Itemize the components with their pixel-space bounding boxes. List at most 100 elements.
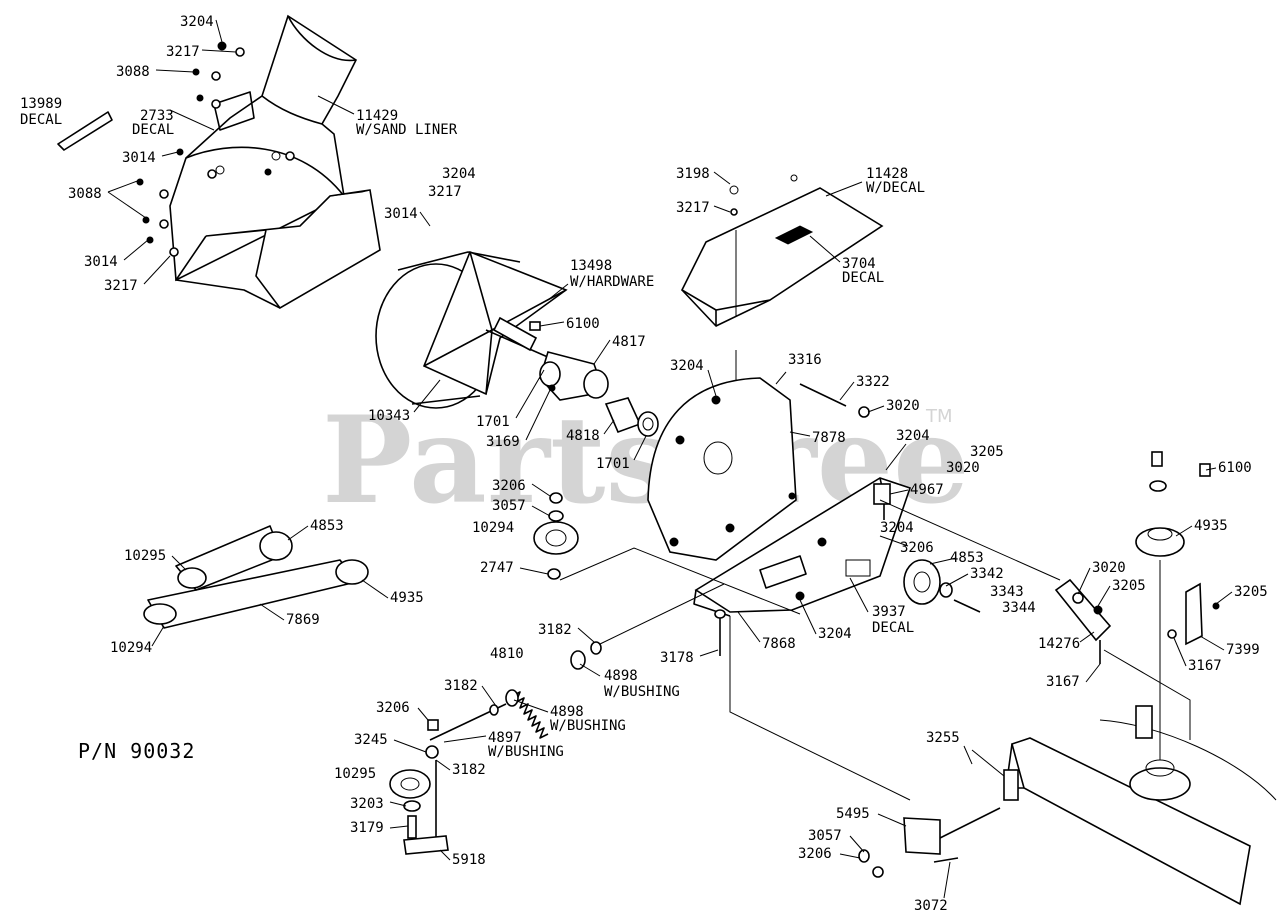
callout-label: 3057 bbox=[808, 828, 842, 844]
callout-label: 3217 bbox=[166, 44, 200, 60]
callout-label: 3217 bbox=[104, 278, 138, 294]
callout-label: 3204 bbox=[818, 626, 852, 642]
callout-label: 3167 bbox=[1046, 674, 1080, 690]
hub-4817 bbox=[539, 351, 609, 401]
impeller-assembly bbox=[375, 250, 568, 409]
callout-label: 4967 bbox=[910, 482, 944, 498]
callout-label: 4818 bbox=[566, 428, 600, 444]
callout-label: 3206 bbox=[798, 846, 832, 862]
bracket-7399 bbox=[1167, 582, 1220, 646]
callout-label: 3178 bbox=[660, 650, 694, 666]
callout-label: 3344 bbox=[1002, 600, 1036, 616]
callout-label: 3014 bbox=[384, 206, 418, 222]
spring-assembly bbox=[429, 583, 725, 741]
callout-label: 6100 bbox=[566, 316, 600, 332]
callout-label: 3182 bbox=[444, 678, 478, 694]
deck-housing bbox=[1003, 705, 1277, 906]
callout-label: 13989 bbox=[20, 96, 62, 112]
decal-13989 bbox=[57, 111, 113, 151]
callout-label: 4935 bbox=[390, 590, 424, 606]
callout-label: 3205 bbox=[1234, 584, 1268, 600]
callout-label: W/BUSHING bbox=[550, 718, 626, 734]
leader-lines bbox=[107, 19, 1233, 899]
callout-label: 3179 bbox=[350, 820, 384, 836]
callout-label: 3020 bbox=[886, 398, 920, 414]
callout-label: 3205 bbox=[970, 444, 1004, 460]
callout-label: 3072 bbox=[914, 898, 948, 914]
housing-hardware bbox=[136, 41, 295, 257]
callout-label: 10294 bbox=[472, 520, 514, 536]
callout-label: 1701 bbox=[476, 414, 510, 430]
callout-label: 3316 bbox=[788, 352, 822, 368]
watermark-trademark: TM bbox=[925, 406, 953, 427]
callout-label: 3217 bbox=[676, 200, 710, 216]
blower-housing bbox=[169, 14, 381, 310]
callout-label: 10295 bbox=[334, 766, 376, 782]
part-number: P/N 90032 bbox=[78, 739, 195, 763]
callout-label: 3245 bbox=[354, 732, 388, 748]
callout-label: 7399 bbox=[1226, 642, 1260, 658]
bolt-3178 bbox=[714, 609, 726, 656]
callout-label: 3088 bbox=[68, 186, 102, 202]
callout-label: 5495 bbox=[836, 806, 870, 822]
callout-label: 3167 bbox=[1188, 658, 1222, 674]
callout-label: 13498 bbox=[570, 258, 612, 274]
pulley-4853 bbox=[903, 559, 981, 613]
callout-label: 4898 bbox=[550, 704, 584, 720]
callout-label: 3014 bbox=[84, 254, 118, 270]
callout-label: 2733 bbox=[140, 108, 174, 124]
callout-label: 3204 bbox=[880, 520, 914, 536]
pulley-4935 bbox=[1135, 451, 1211, 760]
callout-label: W/HARDWARE bbox=[570, 274, 654, 290]
callout-label: W/BUSHING bbox=[604, 684, 680, 700]
callout-label: W/SAND LINER bbox=[356, 122, 458, 138]
callout-label: 3343 bbox=[990, 584, 1024, 600]
mounting-plate-7878 bbox=[647, 377, 797, 561]
callout-label: 4810 bbox=[490, 646, 524, 662]
cover-11428 bbox=[680, 174, 884, 327]
callout-label: 3704 bbox=[842, 256, 876, 272]
callout-label: 3020 bbox=[1092, 560, 1126, 576]
callout-label: 3342 bbox=[970, 566, 1004, 582]
belt-assembly bbox=[143, 525, 369, 629]
callout-label: 7868 bbox=[762, 636, 796, 652]
callout-label: W/BUSHING bbox=[488, 744, 564, 760]
callout-label: 3203 bbox=[350, 796, 384, 812]
callout-label: 2747 bbox=[480, 560, 514, 576]
callout-label: 4935 bbox=[1194, 518, 1228, 534]
callout-label: 3014 bbox=[122, 150, 156, 166]
callout-label: 1701 bbox=[596, 456, 630, 472]
callout-label: 3057 bbox=[492, 498, 526, 514]
callout-label: W/DECAL bbox=[866, 180, 925, 196]
callout-label: 3182 bbox=[538, 622, 572, 638]
callout-label: 4853 bbox=[950, 550, 984, 566]
callout-label: 3204 bbox=[896, 428, 930, 444]
callout-label: 3204 bbox=[442, 166, 476, 182]
callout-label: 10294 bbox=[110, 640, 152, 656]
callout-label: DECAL bbox=[20, 112, 62, 128]
callout-label: 3169 bbox=[486, 434, 520, 450]
callout-label: 3206 bbox=[900, 540, 934, 556]
callout-label: 4897 bbox=[488, 730, 522, 746]
callout-label: 3088 bbox=[116, 64, 150, 80]
callout-label: 3937 bbox=[872, 604, 906, 620]
callout-label: 3182 bbox=[452, 762, 486, 778]
callout-label: 10295 bbox=[124, 548, 166, 564]
callout-label: 4898 bbox=[604, 668, 638, 684]
callout-label: 3020 bbox=[946, 460, 980, 476]
callout-label: 3206 bbox=[492, 478, 526, 494]
callout-label: 11429 bbox=[356, 108, 398, 124]
callout-label: 6100 bbox=[1218, 460, 1252, 476]
callout-label: 5918 bbox=[452, 852, 486, 868]
callout-label: 3204 bbox=[180, 14, 214, 30]
callout-label: 10343 bbox=[368, 408, 410, 424]
callout-label: 3198 bbox=[676, 166, 710, 182]
callout-label: 14276 bbox=[1038, 636, 1080, 652]
callout-label: 3322 bbox=[856, 374, 890, 390]
bracket-5495 bbox=[858, 807, 1001, 878]
callout-label: DECAL bbox=[842, 270, 884, 286]
lower-idler-5918 bbox=[389, 719, 449, 855]
callout-label: DECAL bbox=[872, 620, 914, 636]
